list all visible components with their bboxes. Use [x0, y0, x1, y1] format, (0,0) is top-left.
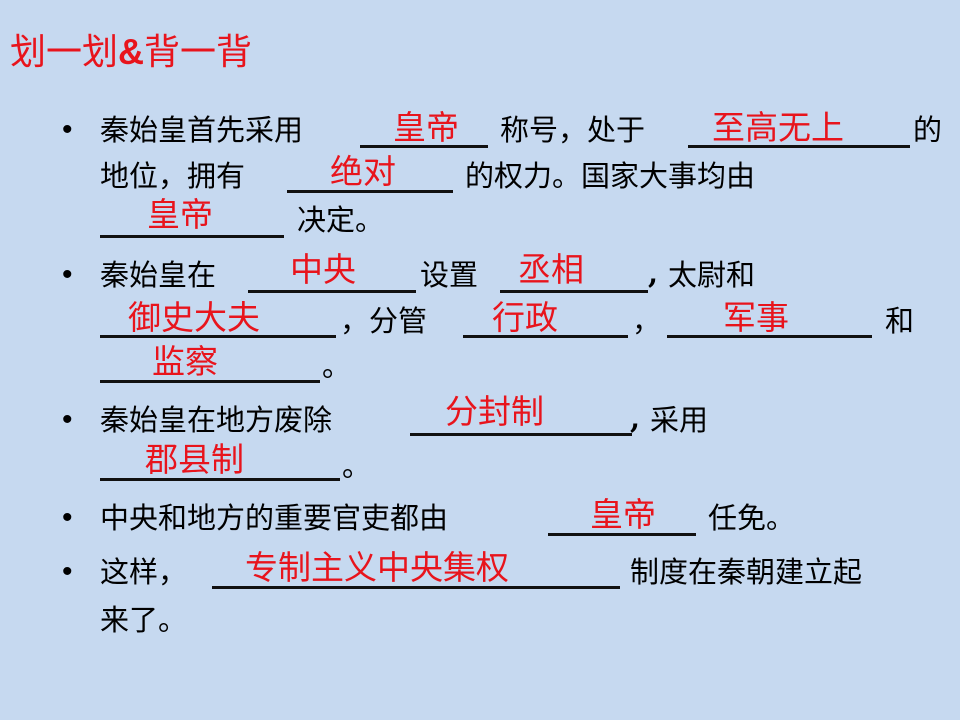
blank-line	[463, 335, 628, 338]
text: 决定。	[297, 203, 385, 237]
blank-line	[100, 380, 320, 383]
title-part-2: 背一背	[144, 32, 253, 73]
blank-line	[688, 145, 910, 148]
text: 秦始皇在地方废除	[100, 403, 333, 437]
blank-line	[548, 533, 696, 536]
answer-text: 行政	[492, 298, 558, 337]
bullet-icon: •	[62, 555, 73, 588]
answer-text: 专制主义中央集权	[245, 548, 509, 587]
slide-title: 划一划&背一背	[10, 28, 252, 77]
blank-line	[500, 290, 648, 293]
text: 地位，拥有	[100, 159, 246, 193]
blank-line	[248, 290, 416, 293]
text: ,	[630, 401, 641, 435]
answer-text: 中央	[290, 250, 356, 289]
text: 任免。	[708, 501, 796, 535]
blank-line	[287, 190, 453, 193]
answer-text: 丞相	[518, 250, 584, 289]
blank-line	[212, 586, 620, 589]
text: 称号，处于	[500, 113, 646, 147]
blank-line	[100, 478, 340, 481]
text: 。	[342, 449, 372, 483]
answer-text: 御史大夫	[128, 298, 260, 337]
text: ,	[648, 256, 659, 290]
bullet-icon: •	[62, 258, 73, 291]
answer-text: 绝对	[330, 152, 396, 191]
title-part-1: 划一划	[10, 32, 119, 73]
answer-text: 至高无上	[712, 108, 844, 147]
answer-text: 分封制	[445, 392, 544, 431]
blank-line	[667, 335, 872, 338]
answer-text: 军事	[723, 298, 789, 337]
blank-line	[100, 235, 284, 238]
text: 太尉和	[668, 258, 756, 292]
text: 来了。	[100, 603, 188, 637]
text: ，	[632, 304, 662, 338]
bullet-icon: •	[62, 113, 73, 146]
text: 设置	[420, 258, 479, 292]
title-ampersand: &	[118, 31, 145, 72]
text: 制度在秦朝建立起	[630, 555, 863, 589]
answer-text: 皇帝	[393, 108, 459, 147]
text: ，分管	[340, 304, 428, 338]
answer-text: 皇帝	[590, 495, 656, 534]
text: 的	[913, 113, 943, 147]
text: 秦始皇在	[100, 258, 217, 292]
text: 和	[885, 304, 915, 338]
answer-text: 郡县制	[145, 440, 244, 479]
text: 的权力。国家大事均由	[465, 159, 756, 193]
bullet-icon: •	[62, 501, 73, 534]
text: 中央和地方的重要官吏都由	[100, 501, 449, 535]
text: 采用	[650, 403, 709, 437]
text: 这样，	[100, 555, 188, 589]
blank-line	[410, 433, 632, 436]
text: 秦始皇首先采用	[100, 113, 304, 147]
text: 。	[322, 349, 352, 383]
bullet-icon: •	[62, 403, 73, 436]
blank-line	[360, 145, 488, 148]
answer-text: 监察	[152, 342, 218, 381]
blank-line	[100, 335, 336, 338]
answer-text: 皇帝	[147, 195, 213, 234]
